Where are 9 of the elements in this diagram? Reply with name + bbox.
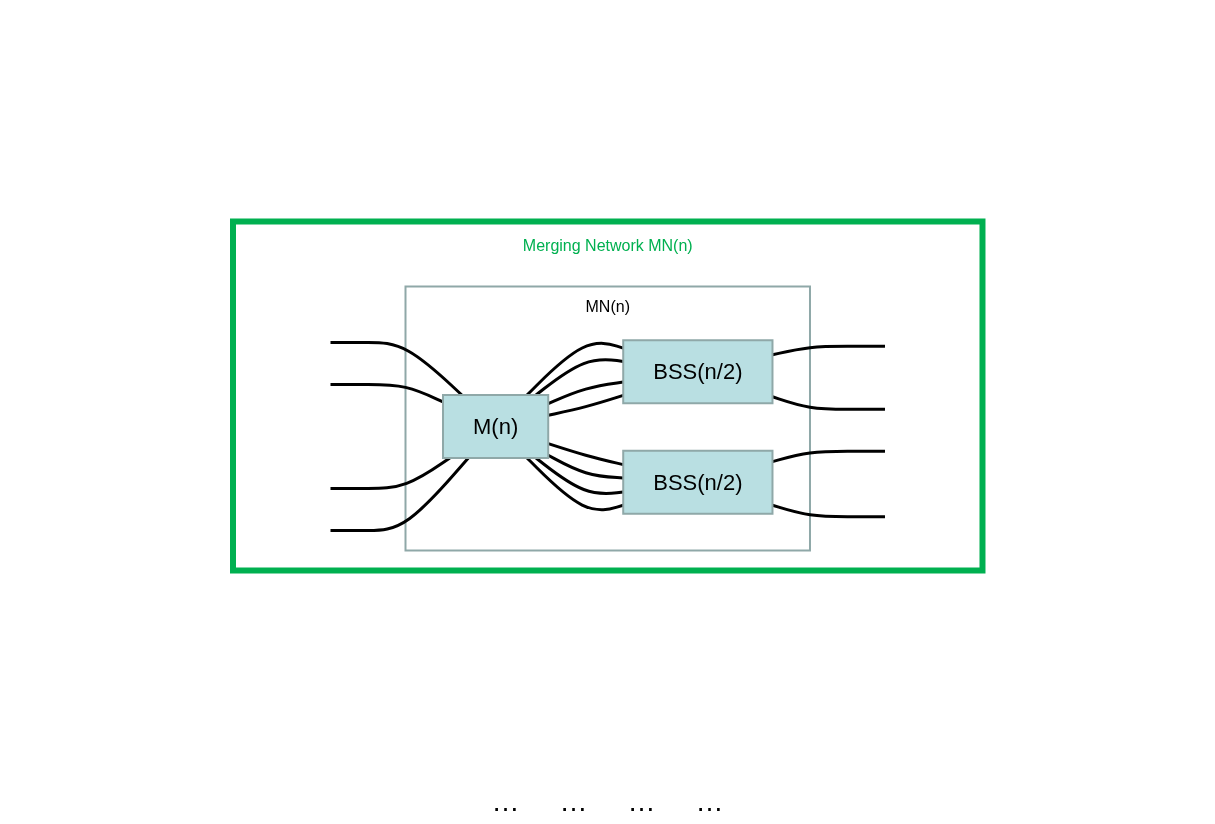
connector xyxy=(330,457,470,532)
ellipsis-label: … xyxy=(491,786,520,818)
node-box: M(n) xyxy=(441,394,549,459)
node-box: BSS(n/2) xyxy=(621,449,774,515)
ellipsis-label: … xyxy=(627,786,656,818)
ellipsis-label: … xyxy=(559,786,588,818)
ellipsis-label: … xyxy=(695,786,724,818)
connector xyxy=(330,341,463,397)
node-box: BSS(n/2) xyxy=(621,339,774,405)
